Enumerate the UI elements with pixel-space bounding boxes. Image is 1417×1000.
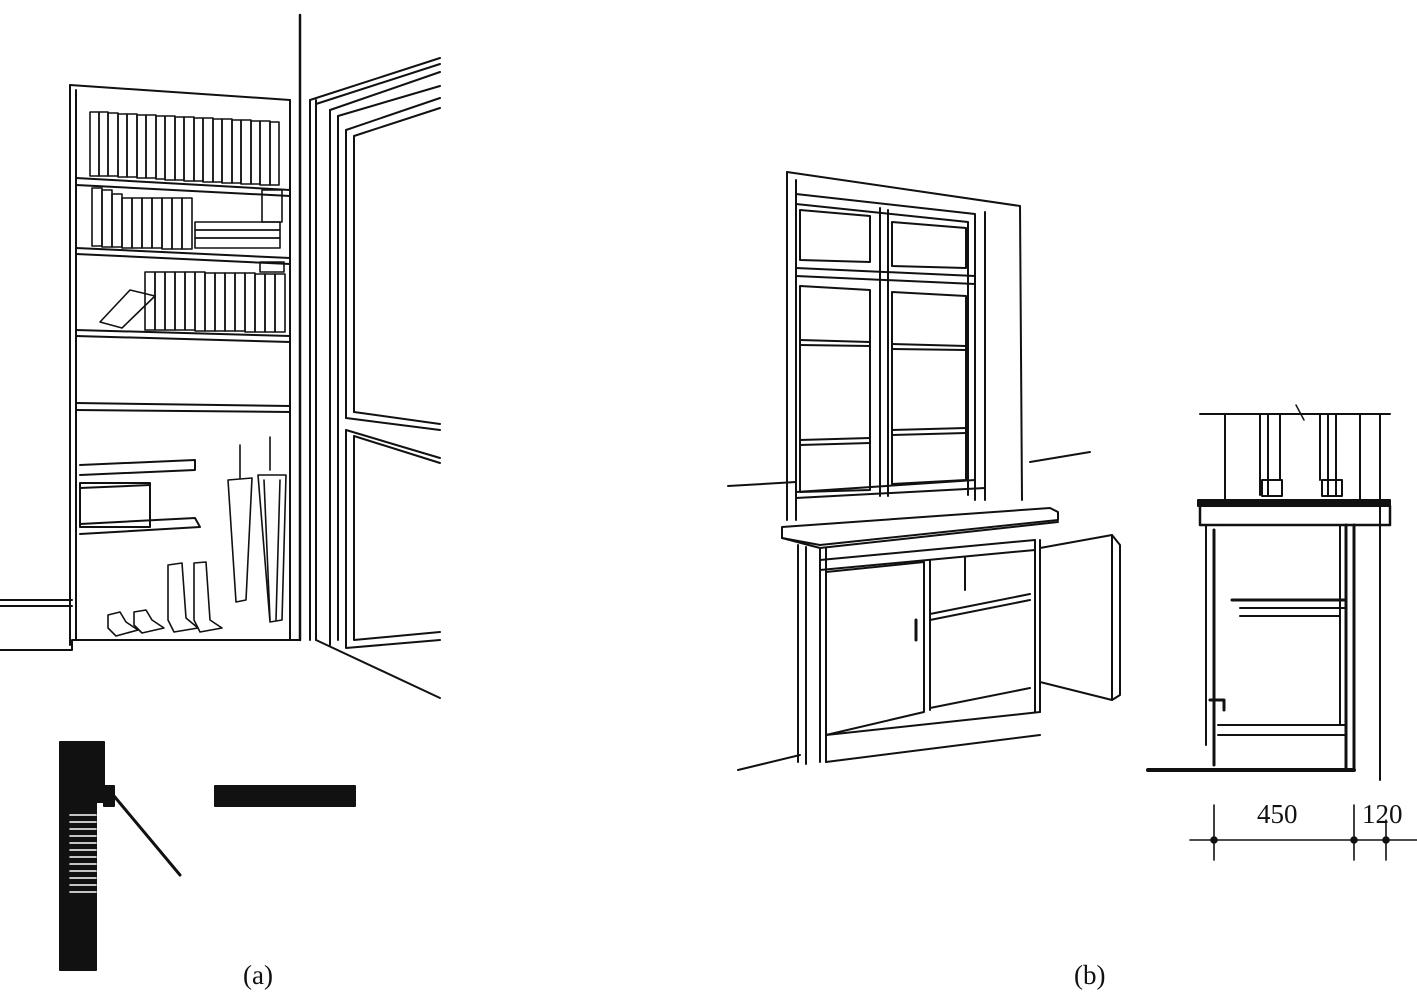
- door: [310, 58, 440, 698]
- shelves: [76, 178, 290, 412]
- books-row-3: [100, 262, 285, 332]
- books-row-1: [90, 112, 279, 185]
- boots: [108, 562, 222, 636]
- panel-b-window-cabinet: [728, 172, 1417, 860]
- window: [796, 194, 985, 500]
- caption-panel-b: (b): [1074, 960, 1106, 990]
- panel-a-alcove-bookshelf: [0, 15, 440, 970]
- dimension-label-wall: 120: [1362, 799, 1403, 829]
- books-row-2: [92, 188, 282, 249]
- dimension-lines: [1190, 805, 1417, 860]
- section-drawing: [1148, 405, 1390, 780]
- plan-symbol: [60, 742, 355, 970]
- dimension-label-depth: 450: [1257, 799, 1298, 829]
- umbrellas: [228, 437, 286, 622]
- caption-panel-a: (a): [243, 960, 273, 990]
- lower-shelves: [80, 460, 200, 534]
- cabinet: [782, 508, 1120, 764]
